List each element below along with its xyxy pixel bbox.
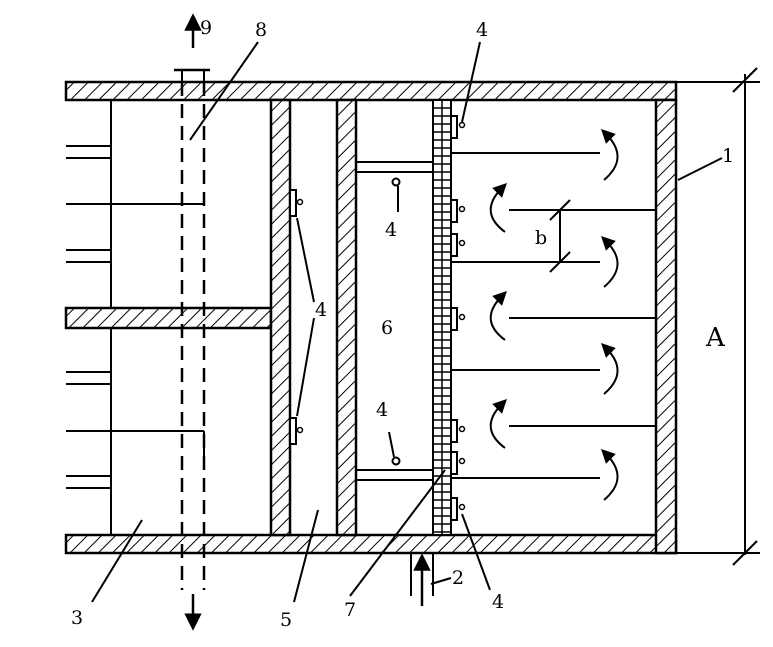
label-8: 8 <box>255 19 267 41</box>
label-4-top: 4 <box>476 19 488 41</box>
grid-device <box>450 451 458 475</box>
wall-device-upper-knob <box>296 198 304 206</box>
label-6: 6 <box>381 317 393 339</box>
leader-5 <box>293 509 319 603</box>
leader-3 <box>91 519 143 603</box>
label-9: 9 <box>200 17 212 39</box>
leader-4-bottom <box>461 513 491 591</box>
label-4-mid-lower: 4 <box>376 399 388 421</box>
leader-4-group-upper <box>296 217 315 303</box>
dimension-b-tick-bottom <box>549 251 571 273</box>
label-3: 3 <box>71 607 83 629</box>
label-4-left-group: 4 <box>315 299 327 321</box>
device-4-lower-stem <box>388 431 395 458</box>
leader-2 <box>430 577 452 585</box>
label-1: 1 <box>722 145 734 167</box>
leader-4-group-lower <box>296 317 315 417</box>
label-2: 2 <box>452 567 464 589</box>
label-b: b <box>535 227 547 249</box>
grid-device <box>450 307 458 331</box>
bottom-wall <box>64 533 678 555</box>
grid-device <box>450 419 458 443</box>
flow-arrow-1 <box>601 129 619 181</box>
grid-devices <box>450 115 466 521</box>
grid-device <box>450 497 458 521</box>
leader-8 <box>189 41 259 141</box>
label-7: 7 <box>344 599 356 621</box>
grid-device-knob <box>458 239 466 247</box>
label-a: A <box>705 323 726 353</box>
label-4-mid-upper: 4 <box>385 219 397 241</box>
partition-wall-left <box>269 98 292 537</box>
leader-7 <box>349 469 446 597</box>
grid-device <box>450 199 458 223</box>
dimension-b-tick-top <box>549 199 571 221</box>
partition-wall-right <box>335 98 358 537</box>
leader-1 <box>677 157 723 181</box>
wall-device-lower-knob <box>296 426 304 434</box>
grid-device-knob <box>458 205 466 213</box>
top-wall <box>64 80 678 102</box>
flow-arrow-5 <box>601 343 619 395</box>
dimension-a-tick-top <box>732 67 758 93</box>
grid-device-knob <box>458 503 466 511</box>
flow-arrow-6 <box>489 399 507 449</box>
flow-arrow-4 <box>489 291 507 341</box>
grid-device-knob <box>458 121 466 129</box>
label-4-bottom: 4 <box>492 591 504 613</box>
flow-arrow-2 <box>489 183 507 233</box>
grid-device <box>450 115 458 139</box>
flow-arrow-7 <box>601 449 619 501</box>
grid-device-knob <box>458 313 466 321</box>
leader-4-top <box>461 41 481 123</box>
wall-device-lower <box>289 417 297 445</box>
grid-device-knob <box>458 457 466 465</box>
device-4-upper-knob <box>391 177 401 187</box>
dimension-a-tick-bottom <box>732 540 758 566</box>
device-4-lower-knob <box>391 456 401 466</box>
grid-device-knob <box>458 425 466 433</box>
flow-arrow-3 <box>601 236 619 288</box>
right-wall <box>654 98 678 555</box>
wall-device-upper <box>289 189 297 217</box>
grid-device <box>450 233 458 257</box>
grid-wall <box>432 99 452 536</box>
middle-divider-wall <box>64 306 273 330</box>
label-5: 5 <box>280 609 292 631</box>
